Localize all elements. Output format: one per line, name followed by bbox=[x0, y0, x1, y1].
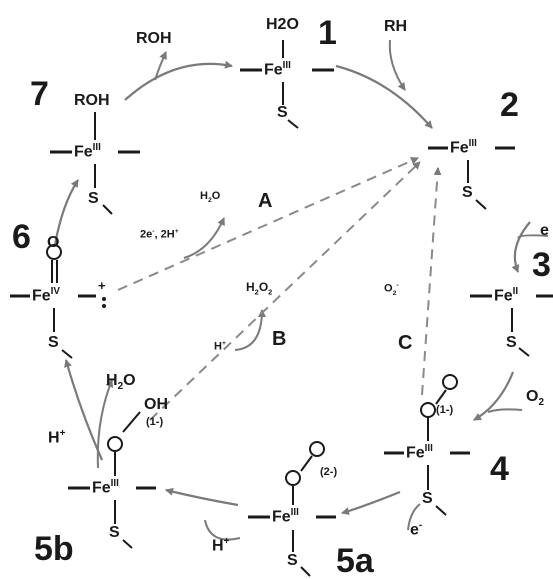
complex-1-bonds bbox=[240, 40, 334, 105]
shunt-c-line bbox=[421, 167, 442, 396]
complex-7-bonds bbox=[50, 112, 140, 188]
complex-6-radical-plus: + bbox=[98, 278, 106, 293]
complex-2-fe: FeIII bbox=[450, 138, 477, 157]
shunt-a-line bbox=[117, 157, 419, 291]
node-1: 1 bbox=[318, 14, 337, 52]
complex-2-bonds bbox=[428, 146, 515, 183]
complex-5b-oh: OH bbox=[144, 396, 168, 413]
shunt-b-proton: H+ bbox=[214, 340, 226, 353]
complex-5b-bonds bbox=[68, 411, 156, 524]
complex-1-s: S bbox=[277, 104, 288, 121]
shunt-b-h2o2: H2O2 bbox=[246, 280, 273, 297]
roh-product-label: ROH bbox=[136, 30, 172, 47]
node-5a: 5a bbox=[336, 542, 374, 579]
complex-5b-s: S bbox=[109, 524, 120, 541]
complex-1-h2o: H2O bbox=[266, 16, 299, 33]
node-3: 3 bbox=[532, 246, 551, 284]
complex-4-fe: FeIII bbox=[406, 443, 433, 462]
complex-4-charge: (1-) bbox=[436, 404, 454, 416]
shunt-lines bbox=[117, 157, 442, 421]
electron-label-2: e bbox=[540, 222, 549, 239]
rh-label: RH bbox=[384, 18, 408, 35]
complex-5b-charge: (1-) bbox=[146, 416, 164, 428]
shunt-b-line bbox=[149, 161, 421, 421]
side-arrows bbox=[96, 39, 549, 541]
complex-5a-s: S bbox=[287, 552, 298, 569]
node-4: 4 bbox=[490, 450, 509, 488]
o2-reagent-label: O2 bbox=[526, 388, 544, 409]
shunt-a-h2o: H2O bbox=[200, 190, 221, 205]
shunt-a-reagents: 2e-, 2H+ bbox=[140, 228, 179, 241]
complex-5a-fe: FeIII bbox=[272, 507, 299, 526]
complex-4-s: S bbox=[422, 490, 433, 507]
complex-5a-bonds bbox=[248, 455, 336, 552]
complex-1-fe: FeIII bbox=[264, 60, 291, 79]
complex-7-roh: ROH bbox=[74, 92, 110, 109]
shunt-c-o2minus: O2- bbox=[384, 282, 399, 297]
radical-dots bbox=[102, 297, 106, 308]
node-5b: 5b bbox=[34, 530, 74, 568]
complex-3-fe: FeII bbox=[494, 286, 519, 305]
complex-6-o: O bbox=[47, 234, 60, 251]
complex-3-s: S bbox=[506, 334, 517, 351]
cycle-arrows bbox=[53, 60, 531, 515]
pathway-a-label: A bbox=[258, 190, 273, 212]
oxygen-atoms bbox=[46, 244, 458, 486]
pathway-c-label: C bbox=[398, 332, 413, 354]
complex-5b-h2o: H2O bbox=[106, 372, 136, 393]
complex-7-s: S bbox=[88, 190, 99, 207]
node-7: 7 bbox=[30, 75, 49, 113]
complex-5b-fe: FeIII bbox=[92, 478, 119, 497]
complex-3-bonds bbox=[470, 294, 553, 332]
complex-5a-charge: (2-) bbox=[320, 466, 338, 478]
sulfur-tails bbox=[61, 119, 530, 577]
proton-label-5b: H+ bbox=[48, 428, 66, 447]
complex-6-bonds bbox=[10, 260, 96, 332]
pathway-b-label: B bbox=[272, 328, 287, 350]
complex-2-s: S bbox=[462, 184, 473, 201]
complex-7-fe: FeIII bbox=[74, 142, 101, 161]
node-2: 2 bbox=[500, 86, 519, 124]
electron-label-4: e- bbox=[410, 520, 423, 539]
complex-4-bonds bbox=[384, 389, 470, 490]
complex-6-fe: FeIV bbox=[32, 286, 61, 305]
proton-label-5a: H+ bbox=[212, 536, 230, 555]
node-6: 6 bbox=[12, 218, 31, 256]
complex-6-s: S bbox=[48, 334, 59, 351]
